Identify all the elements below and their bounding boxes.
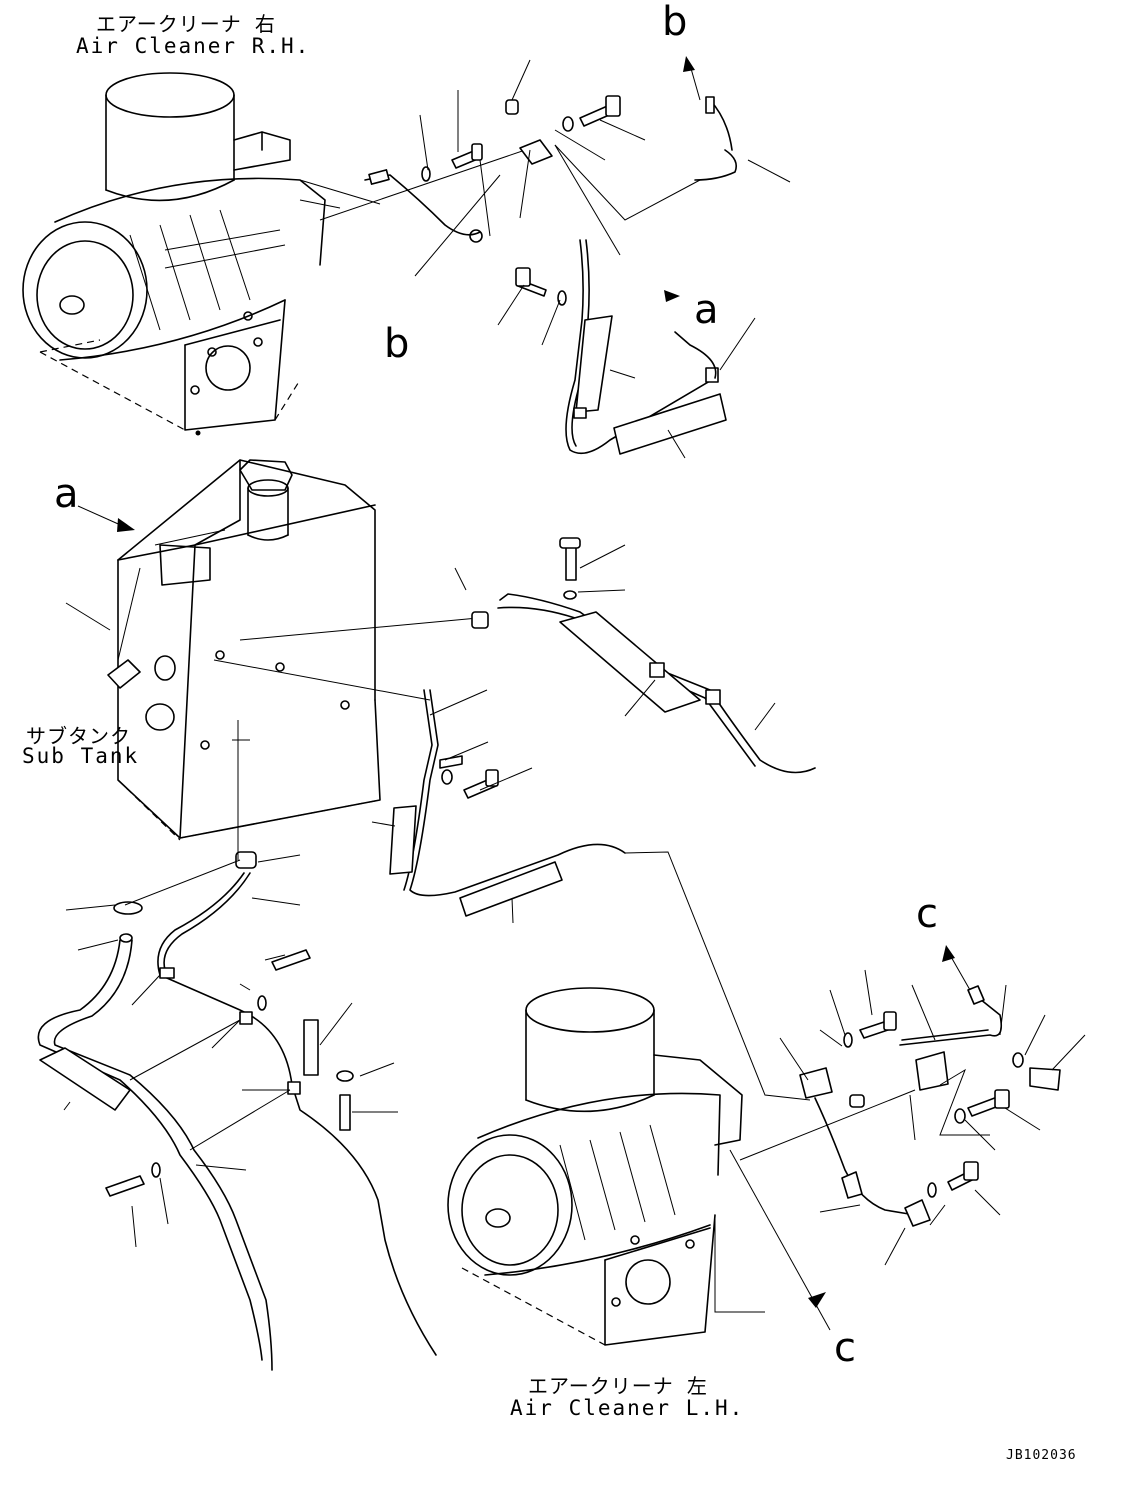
- harness-rh: [299, 56, 791, 277]
- harness-middle: [213, 567, 811, 1101]
- sub-tank-label-jp: サブタンク: [26, 724, 131, 748]
- air-cleaner-rh-assembly: [22, 72, 326, 436]
- callout-c-bottom: c: [834, 1325, 856, 1371]
- callout-a-right: a: [694, 287, 719, 333]
- callout-b-top: b: [662, 0, 688, 45]
- sub-tank-label-en: Sub Tank: [22, 744, 140, 768]
- air-cleaner-rh-label-en: Air Cleaner R.H.: [76, 34, 311, 58]
- hose-assembly-lower-left: [37, 720, 437, 1371]
- air-cleaner-lh-label-jp: エアークリーナ 左: [528, 1374, 708, 1398]
- harness-lh: [779, 945, 1086, 1308]
- air-cleaner-rh-label-jp: エアークリーナ 右: [96, 12, 276, 36]
- callout-b-mid: b: [384, 321, 410, 367]
- callout-c-top: c: [916, 891, 938, 937]
- harness-right-middle: [497, 537, 816, 774]
- hose-section-a: [497, 144, 756, 459]
- callout-a-left: a: [54, 471, 79, 517]
- sub-tank-assembly: [65, 459, 381, 841]
- air-cleaner-lh-label-en: Air Cleaner L.H.: [510, 1396, 745, 1420]
- document-id: JB102036: [1006, 1448, 1077, 1463]
